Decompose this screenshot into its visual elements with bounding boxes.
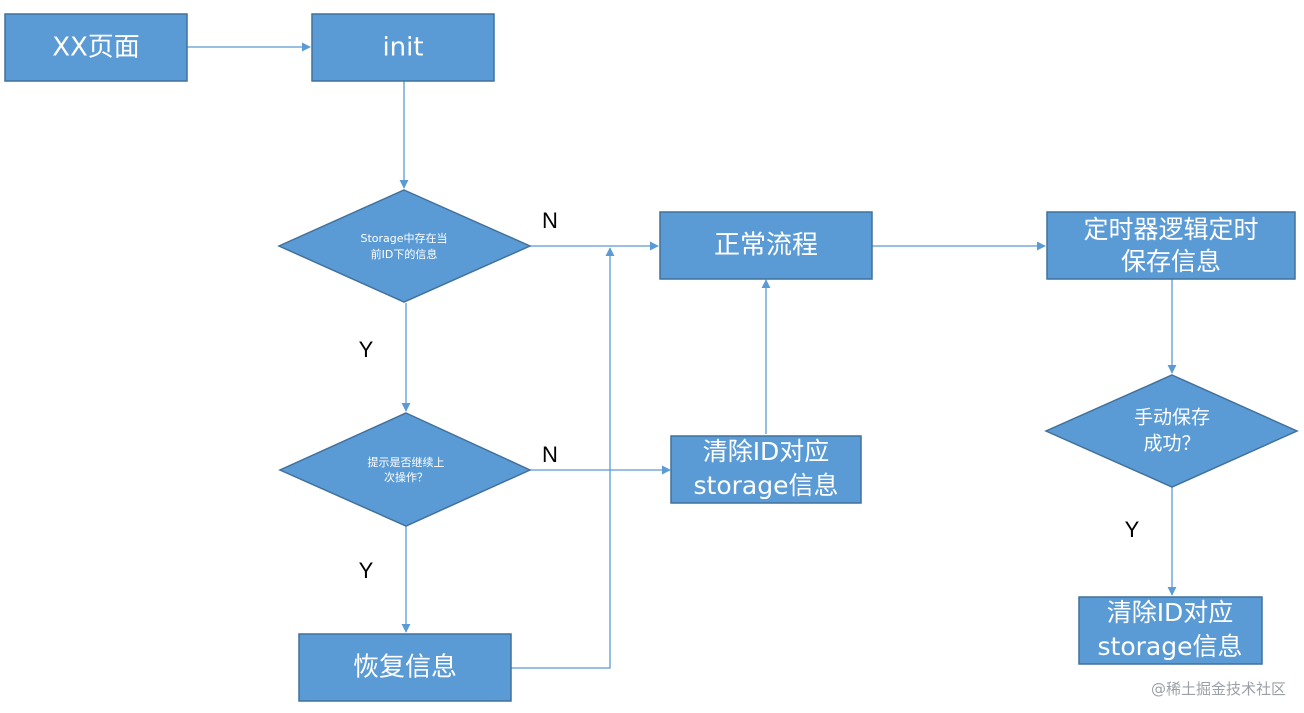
- label-storage-check-no: N: [542, 208, 558, 233]
- node-init: init: [311, 13, 495, 82]
- edge-restore-to-normal: [511, 247, 615, 669]
- label-prompt-no: N: [542, 442, 558, 467]
- node-init-label: init: [382, 33, 423, 63]
- node-xx-page-label: XX页面: [52, 33, 140, 63]
- node-restore-info: 恢复信息: [298, 633, 512, 702]
- node-manual-save-ok-line-1: 手动保存: [1134, 407, 1210, 429]
- node-clear-storage-right-line-1: 清除ID对应: [1107, 598, 1234, 627]
- node-prompt-continue: 提示是否继续上 次操作？: [278, 412, 532, 527]
- node-normal-flow: 正常流程: [659, 211, 873, 280]
- edges: [187, 42, 1177, 669]
- node-timer-save-line-1: 定时器逻辑定时: [1083, 215, 1258, 244]
- node-xx-page: XX页面: [4, 13, 188, 82]
- node-storage-check-line-1: Storage中存在当: [360, 231, 447, 245]
- node-restore-info-label: 恢复信息: [353, 653, 457, 683]
- edge-labels: N Y N Y Y: [359, 208, 1140, 583]
- node-clear-storage-mid-line-1: 清除ID对应: [703, 437, 830, 466]
- node-storage-check-line-2: 前ID下的信息: [371, 247, 438, 261]
- node-clear-storage-mid: 清除ID对应 storage信息: [670, 435, 862, 504]
- node-manual-save-ok-line-2: 成功？: [1143, 433, 1200, 455]
- node-timer-save: 定时器逻辑定时 保存信息: [1046, 211, 1296, 280]
- node-clear-storage-right-line-2: storage信息: [1098, 632, 1243, 661]
- node-clear-storage-mid-line-2: storage信息: [694, 471, 839, 500]
- label-manual-save-yes: Y: [1125, 517, 1140, 542]
- node-storage-check: Storage中存在当 前ID下的信息: [277, 189, 532, 303]
- node-clear-storage-right: 清除ID对应 storage信息: [1078, 596, 1263, 665]
- node-prompt-continue-line-1: 提示是否继续上: [368, 455, 445, 469]
- label-prompt-yes: Y: [359, 558, 374, 583]
- watermark-text: @稀土掘金技术社区: [1150, 680, 1286, 698]
- node-timer-save-line-2: 保存信息: [1121, 247, 1221, 276]
- node-prompt-continue-line-2: 次操作？: [384, 470, 428, 484]
- label-storage-check-yes: Y: [359, 337, 374, 362]
- node-normal-flow-label: 正常流程: [714, 231, 818, 261]
- node-manual-save-ok: 手动保存 成功？: [1044, 374, 1299, 488]
